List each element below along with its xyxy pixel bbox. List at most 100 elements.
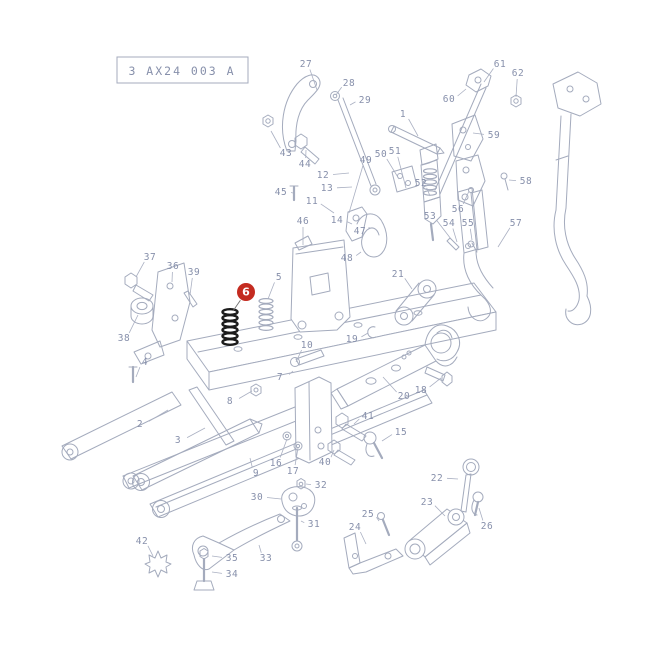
leader-line-45: [290, 192, 294, 194]
drawing-bracket-59-lower: [455, 154, 486, 207]
part-label-18: 18: [415, 385, 427, 396]
part-label-56: 56: [452, 204, 464, 215]
part-label-24: 24: [349, 522, 361, 533]
part-label-46: 46: [297, 216, 309, 227]
leader-line-21: [404, 278, 413, 290]
drawing-bolt-37: [124, 272, 154, 302]
part-label-9: 9: [253, 468, 259, 479]
highlighted-part-badge[interactable]: 6: [237, 283, 255, 301]
part-label-29: 29: [359, 95, 371, 106]
leader-line-5: [267, 282, 275, 300]
leader-line-14: [346, 221, 353, 225]
part-label-35: 35: [226, 553, 238, 564]
leader-line-1: [408, 118, 419, 137]
part-label-34: 34: [226, 569, 238, 580]
drawing-clevis-23: [404, 508, 471, 566]
leader-line-51: [397, 156, 407, 189]
drawing-mounting-bracket-36: [133, 262, 191, 365]
drawing-support-bracket-40: [294, 376, 333, 464]
leader-line-15: [381, 434, 393, 442]
part-label-42: 42: [136, 536, 148, 547]
leader-line-11: [320, 203, 335, 214]
leader-line-6: [232, 300, 241, 312]
part-label-3: 3: [175, 435, 181, 446]
leader-line-39: [189, 277, 193, 296]
part-label-5: 5: [276, 272, 282, 283]
leader-line-48: [355, 251, 362, 256]
part-label-8: 8: [227, 396, 233, 407]
leader-line-3: [186, 427, 206, 438]
part-label-23: 23: [421, 497, 433, 508]
leader-line-50: [386, 158, 400, 180]
part-label-22: 22: [431, 473, 443, 484]
part-label-37: 37: [144, 252, 156, 263]
drawing-spring-5: [258, 298, 274, 332]
callout-layer: 1234567891011121314151617181920212223242…: [118, 59, 532, 580]
leader-line-28: [335, 86, 343, 96]
part-label-31: 31: [308, 519, 320, 530]
drawing-eye-bolt-34: [193, 557, 215, 591]
leader-line-59: [472, 132, 485, 135]
part-label-27: 27: [300, 59, 312, 70]
drawing-nut-8: [250, 383, 262, 397]
drawing-pin-39: [183, 290, 198, 308]
drawing-lift-rod-29: [337, 97, 381, 196]
leader-line-9: [249, 457, 253, 468]
leader-line-52: [426, 187, 431, 197]
leader-line-53: [436, 220, 452, 240]
drawing-drop-hook-57: [463, 250, 494, 322]
drawing-pin-25: [377, 512, 391, 537]
leader-line-18: [429, 377, 442, 388]
leader-line-25: [376, 516, 380, 522]
leader-line-19: [361, 332, 369, 338]
leader-line-4: [135, 366, 141, 378]
leader-line-54: [452, 228, 458, 243]
drawing-clevis-pin-10: [290, 349, 325, 367]
drawing-nut-32: [296, 478, 306, 490]
leader-line-32: [305, 483, 312, 485]
part-label-43: 43: [280, 148, 292, 159]
part-label-19: 19: [346, 334, 358, 345]
part-label-50: 50: [375, 149, 387, 160]
leader-line-23: [434, 505, 446, 517]
part-label-44: 44: [299, 159, 311, 170]
leader-line-41: [353, 418, 360, 425]
part-label-16: 16: [270, 458, 282, 469]
leader-line-35: [211, 555, 223, 558]
part-label-38: 38: [118, 333, 130, 344]
part-label-52: 52: [415, 178, 427, 189]
leader-line-34: [211, 571, 223, 574]
drawing-ball-joint-28: [330, 91, 340, 101]
part-label-17: 17: [287, 466, 299, 477]
drawing-levelling-box-49-52: [419, 143, 442, 242]
drawing-angle-bracket-24: [343, 532, 404, 575]
part-label-30: 30: [251, 492, 263, 503]
drawing-cotter-pin-58: [500, 172, 509, 191]
leader-line-26: [478, 507, 484, 521]
drawing-bolt-44: [294, 133, 320, 165]
drawing-lower-link-arm-2: [132, 418, 263, 491]
part-label-12: 12: [317, 170, 329, 181]
part-label-26: 26: [481, 521, 493, 532]
drawing-upper-lift-arm-27: [281, 74, 321, 152]
part-label-36: 36: [167, 261, 179, 272]
leader-line-27: [309, 69, 318, 91]
leader-line-33: [258, 544, 262, 553]
leader-line-62: [515, 78, 518, 98]
drawing-frame-rail-rear: [122, 404, 307, 490]
leader-line-37: [135, 261, 145, 278]
drawing-nut-43: [262, 114, 274, 128]
leader-line-17: [294, 447, 299, 466]
leader-line-12: [332, 172, 350, 175]
part-label-41: 41: [362, 411, 374, 422]
leader-line-61: [483, 68, 494, 83]
part-label-15: 15: [395, 427, 407, 438]
drawing-bracket-59: [451, 114, 484, 162]
leader-line-43: [270, 130, 281, 149]
leader-line-13: [336, 186, 353, 189]
leader-line-7: [288, 370, 294, 375]
drawing-linch-pin-15: [363, 431, 384, 460]
part-label-20: 20: [398, 391, 410, 402]
drawing-anchor-plate-30: [281, 486, 316, 517]
highlight-circle[interactable]: [237, 283, 255, 301]
